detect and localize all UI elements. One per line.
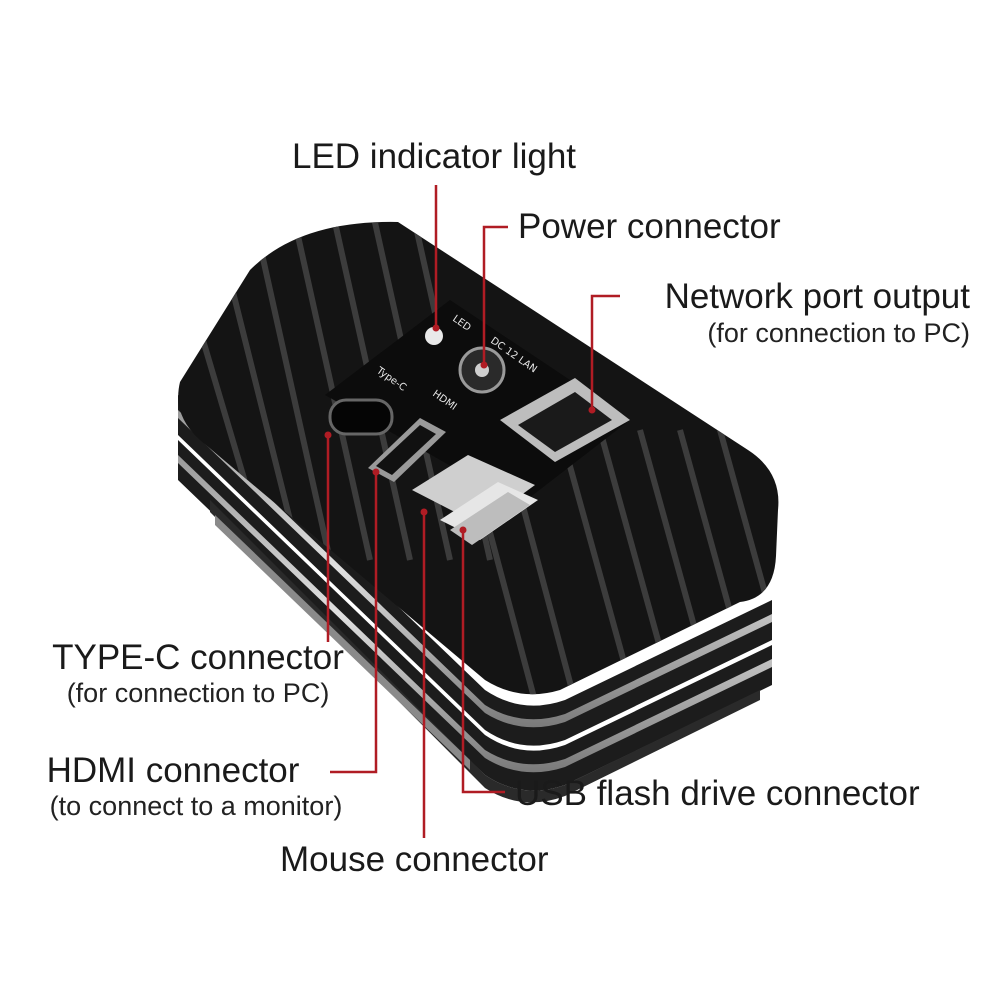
label-led-indicator: LED indicator light [292, 137, 577, 176]
typec-port [328, 398, 394, 436]
label-typec-group: TYPE-C connector (for connection to PC) [40, 640, 356, 707]
label-hdmi-sub: (to connect to a monitor) [49, 791, 343, 821]
label-typec-sub: (for connection to PC) [66, 678, 330, 708]
label-hdmi-group: HDMI connector (to connect to a monitor) [20, 753, 372, 820]
label-power-connector: Power connector [518, 207, 781, 246]
label-network-group: Network port output (for connection to P… [600, 279, 970, 347]
usb-port-top [412, 455, 535, 525]
label-hdmi-connector: HDMI connector [46, 751, 300, 790]
led-lamp [425, 327, 443, 345]
label-network-port: Network port output [664, 277, 970, 316]
label-usb-connector: USB flash drive connector [515, 774, 920, 813]
label-mouse-connector: Mouse connector [280, 840, 549, 879]
label-network-sub: (for connection to PC) [707, 318, 970, 348]
label-typec-connector: TYPE-C connector [52, 638, 344, 677]
